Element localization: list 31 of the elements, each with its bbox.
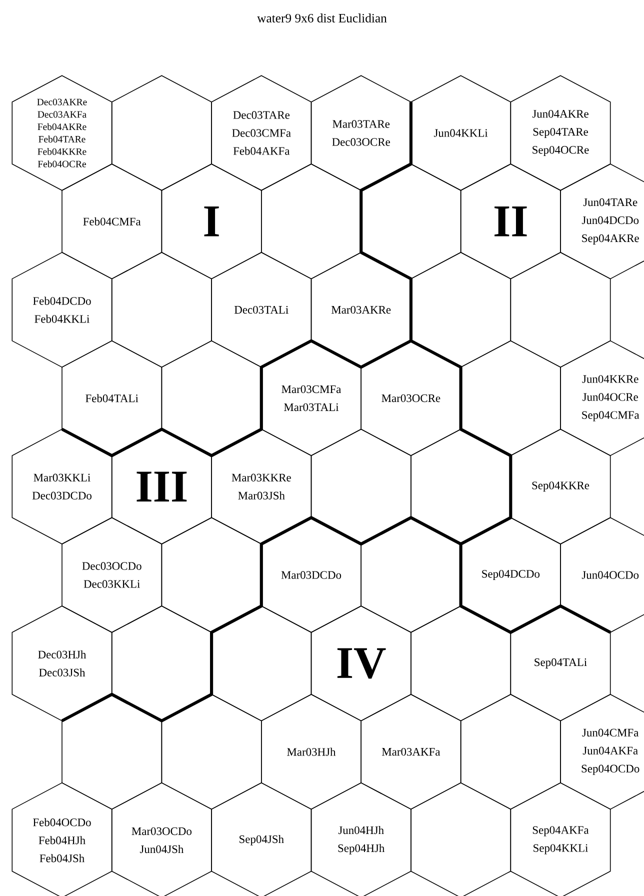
hexagon-cell: Jun04AKRe Sep04TARe Sep04OCRe [510, 75, 611, 191]
hexagon-cell: Mar03KKRe Mar03JSh [211, 428, 312, 544]
hexagon-cell: Sep04KKRe [510, 428, 611, 544]
hexagon-cell: Feb04OCDo Feb04HJh Feb04JSh [12, 782, 112, 896]
hexagon-cell: Sep04JSh [211, 782, 312, 896]
hexagon-cell: Dec03AKRe Dec03AKFa Feb04AKRe Feb04TARe Feb04KKRe Feb04OCRe [12, 75, 112, 191]
cluster-numeral: II [494, 206, 527, 236]
hexagon-cell: Jun04TARe Jun04DCDo Sep04AKRe [560, 164, 644, 280]
hexagon-cell: Mar03OCRe [360, 340, 462, 456]
hexagon-cell: Dec03HJh Dec03JSh [12, 606, 112, 722]
cluster-numeral: IV [337, 648, 386, 679]
hexagon-cell: Mar03OCDo Jun04JSh [111, 782, 212, 896]
title: water9 9x6 dist Euclidian [257, 14, 387, 22]
hexagon-cell: Jun04HJh Sep04HJh [310, 782, 412, 896]
hexagon-cell: Sep04TALi [510, 606, 611, 722]
hexagon-cell: Jun04KKRe Jun04OCRe Sep04CMFa [560, 340, 644, 456]
node-label: Mar03DCDo [281, 571, 342, 579]
node-label: Mar03TALi [284, 403, 339, 412]
hexagon-cell [410, 782, 512, 896]
hexagon-cell: Feb04TALi [62, 340, 162, 456]
hexagon-cell: Dec03OCDo Dec03KKLi [62, 517, 162, 633]
node-label: Mar03CMFa [282, 385, 342, 394]
hexagon-cell: Dec03TARe Dec03CMFa Feb04AKFa [211, 75, 312, 191]
hexagon-cell: Jun04OCDo [560, 517, 644, 633]
hexagon-cell: Sep04AKFa Sep04KKLi [510, 782, 611, 896]
cluster-numeral: III [136, 472, 187, 502]
cluster-numeral: I [204, 206, 219, 236]
hexagon-cell: Mar03KKLi Dec03DCDo [12, 428, 112, 544]
hexagon-cell: Mar03TARe Dec03OCRe [310, 75, 412, 191]
hexagon-cell: Sep04DCDo [460, 517, 561, 633]
hexagon-cell: Jun04KKLi [410, 75, 512, 191]
